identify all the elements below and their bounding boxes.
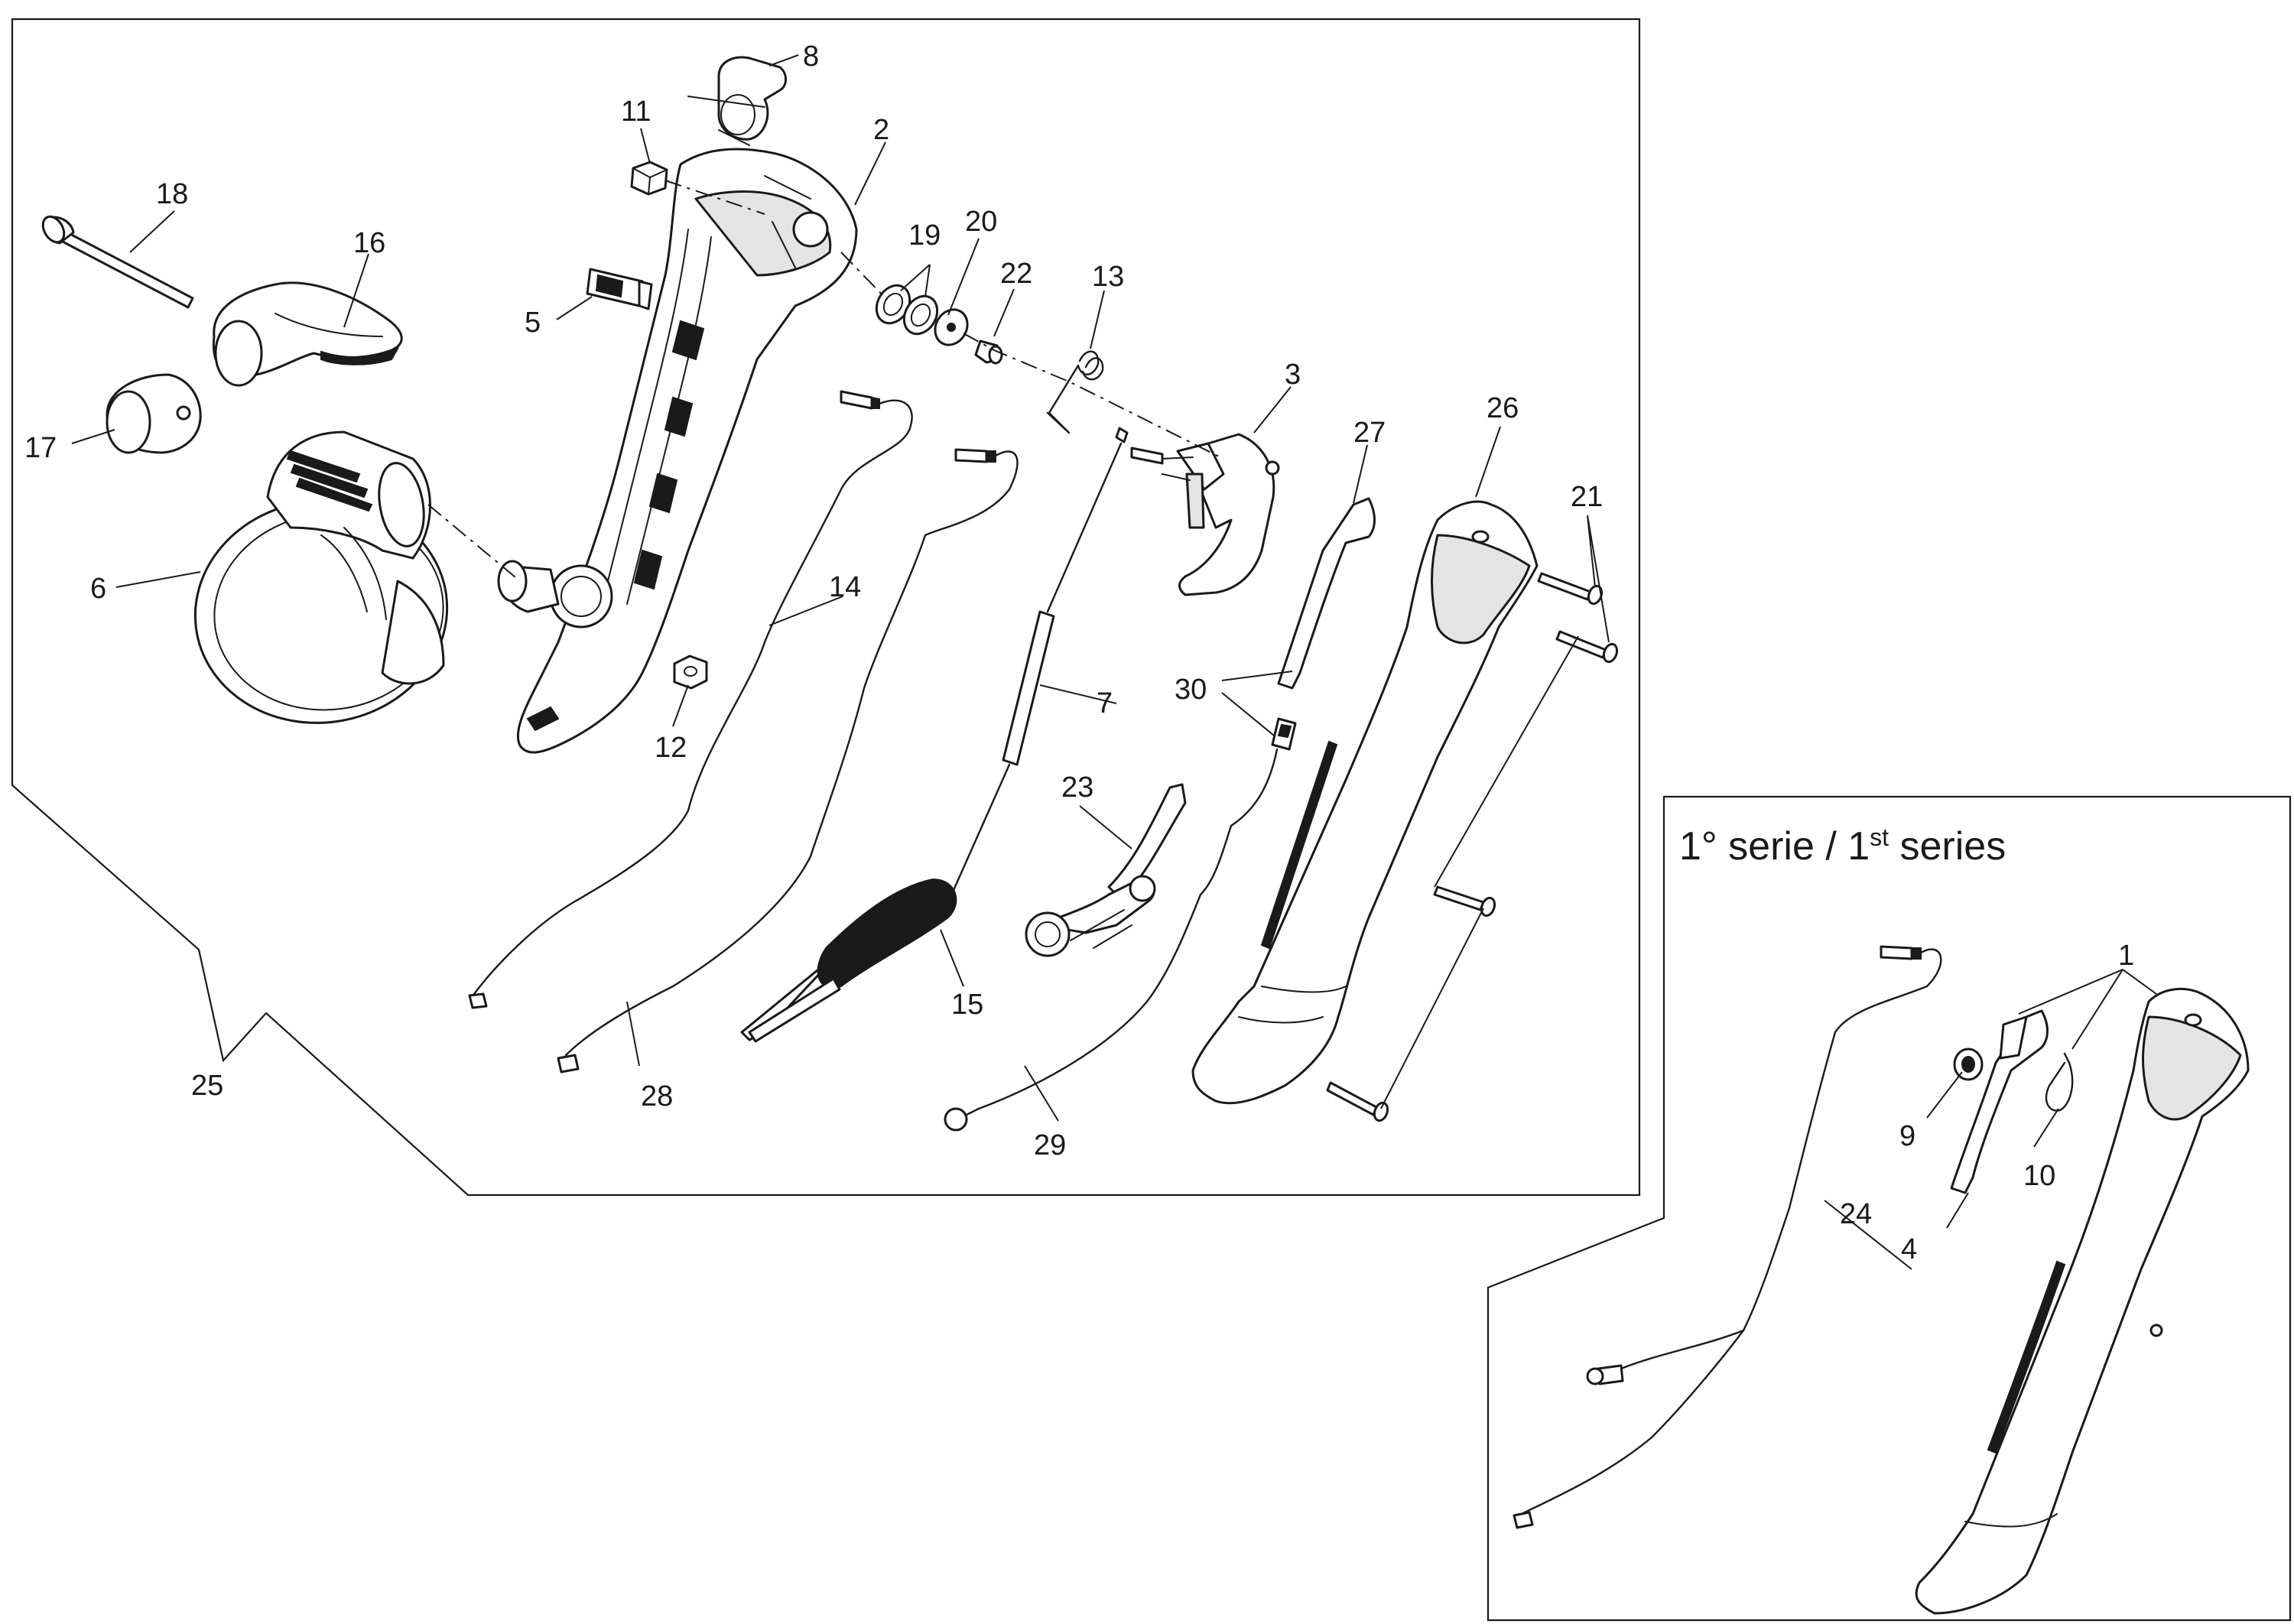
callout-18: 18 xyxy=(156,178,188,210)
part-26-handle-cover xyxy=(1191,500,1539,1105)
leader-lines xyxy=(71,54,2157,1270)
main-assembly-frame xyxy=(11,18,1641,1197)
part-2-handle-body xyxy=(497,148,858,754)
callout-11: 11 xyxy=(621,96,651,128)
first-series-title-sup: st xyxy=(1870,823,1889,851)
first-series-title-prefix: 1° serie / 1 xyxy=(1679,824,1870,869)
callout-29: 29 xyxy=(1034,1129,1066,1161)
part-13-spring xyxy=(1046,350,1104,434)
callout-17: 17 xyxy=(24,432,57,464)
part-28-wire xyxy=(557,448,1019,1073)
part-6-clamp-ring xyxy=(193,430,449,724)
callout-4: 4 xyxy=(1901,1233,1917,1265)
part-10-pin xyxy=(2045,1052,2074,1112)
callout-6: 6 xyxy=(90,573,106,605)
first-series-title: 1° serie / 1st series xyxy=(1679,823,2006,869)
part-11-nut xyxy=(630,161,668,196)
callout-21: 21 xyxy=(1571,481,1603,513)
part-17-end-cap xyxy=(106,373,202,454)
callout-20: 20 xyxy=(965,206,997,238)
callout-27: 27 xyxy=(1353,417,1386,449)
part-24-wire xyxy=(1513,945,1942,1529)
part-14-wire xyxy=(468,390,913,1009)
callout-22: 22 xyxy=(1000,258,1032,290)
callout-3: 3 xyxy=(1285,359,1301,391)
part-9-washer xyxy=(1953,1047,1984,1081)
callout-5: 5 xyxy=(525,307,541,339)
part-15-cable-sheath xyxy=(748,878,957,1043)
callout-26: 26 xyxy=(1487,392,1519,424)
part-12-nut xyxy=(673,654,708,690)
part-5-switch xyxy=(586,268,653,310)
first-series-title-suffix: series xyxy=(1889,824,2006,869)
callout-1: 1 xyxy=(2118,940,2134,972)
callout-14: 14 xyxy=(829,571,861,603)
part-29-ground-wire xyxy=(944,748,1279,1132)
callout-24: 24 xyxy=(1840,1198,1872,1230)
callout-10: 10 xyxy=(2023,1160,2055,1192)
part-23-bracket xyxy=(1025,783,1187,957)
part-20-washer xyxy=(934,308,969,346)
callout-23: 23 xyxy=(1061,771,1093,804)
part-4-lever xyxy=(1950,1009,2049,1194)
callout-13: 13 xyxy=(1092,261,1124,293)
callout-labels: 8 11 2 18 16 5 19 20 22 13 3 27 26 21 17… xyxy=(24,41,2134,1265)
callout-8: 8 xyxy=(803,41,819,73)
part-19-washers xyxy=(875,284,939,336)
first-series-frame xyxy=(1487,795,2292,1622)
part-1-handle-cover xyxy=(1915,987,2250,1615)
callout-19: 19 xyxy=(908,219,941,252)
part-18-bolt xyxy=(41,215,194,309)
callout-30: 30 xyxy=(1175,674,1207,706)
assembly-center-lines xyxy=(427,180,1224,582)
part-16-handle-cap xyxy=(212,281,403,387)
callout-15: 15 xyxy=(951,989,983,1021)
part-27-lever xyxy=(1277,497,1376,690)
part-3-trigger xyxy=(1130,433,1280,596)
callout-9: 9 xyxy=(1899,1120,1915,1152)
callout-25: 25 xyxy=(191,1070,223,1102)
callout-7: 7 xyxy=(1097,687,1113,719)
callout-16: 16 xyxy=(353,227,385,259)
part-7-throttle-cable xyxy=(740,427,1129,1041)
part-22-screw xyxy=(974,339,1003,365)
part-30-connector xyxy=(1271,717,1297,751)
part-21-screws xyxy=(1326,572,1619,1122)
callout-28: 28 xyxy=(641,1080,673,1112)
callout-12: 12 xyxy=(655,732,687,764)
part-8-clip xyxy=(687,56,787,146)
callout-2: 2 xyxy=(873,114,889,146)
